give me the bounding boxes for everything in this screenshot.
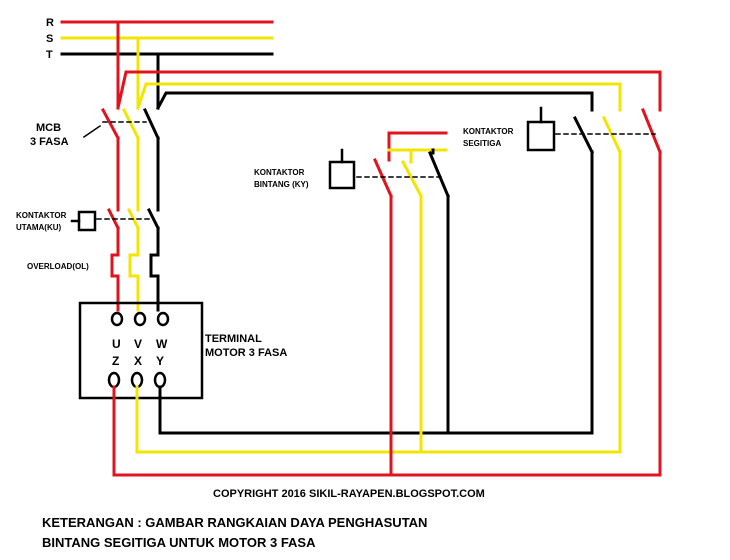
feeder-t-top xyxy=(155,91,594,112)
ky-contact-s xyxy=(400,159,424,199)
terminal-v-circle xyxy=(133,311,147,327)
terminal-letter-x: X xyxy=(134,354,142,368)
ku-contact-t xyxy=(146,207,161,231)
bus-label-r: R xyxy=(46,17,54,29)
terminal-y-circle xyxy=(153,371,167,389)
star-bridge-red xyxy=(387,131,448,162)
wire-x-to-delta xyxy=(135,150,622,454)
copyright-text: COPYRIGHT 2016 SIKIL-RAYAPEN.BLOGSPOT.CO… xyxy=(213,488,485,500)
bus-label-s: S xyxy=(46,33,53,45)
kd-contact-t xyxy=(572,115,595,155)
kd-coil xyxy=(526,120,556,152)
ku-label-line2: UTAMA(KU) xyxy=(16,223,62,232)
terminal-u-circle xyxy=(110,311,124,327)
terminal-letter-u: U xyxy=(112,337,121,351)
overload-s xyxy=(128,253,140,312)
mcb-arrow xyxy=(82,124,102,139)
kd-label-line1: KONTAKTOR xyxy=(463,127,514,136)
ky-coil xyxy=(328,160,356,190)
terminal-letter-v: V xyxy=(134,337,142,351)
wire-z-to-delta xyxy=(112,150,662,477)
caption-line-1: KETERANGAN : GAMBAR RANGKAIAN DAYA PENGH… xyxy=(42,515,428,530)
terminal-w-circle xyxy=(156,311,170,327)
overload-t xyxy=(149,253,160,312)
terminal-label-line1: TERMINAL xyxy=(205,333,262,345)
mcb-switch-r xyxy=(100,107,121,141)
feeder-s-top xyxy=(136,82,622,112)
terminal-x-circle xyxy=(130,371,144,389)
terminal-letter-y: Y xyxy=(156,354,164,368)
ky-label-line2: BINTANG (KY) xyxy=(254,180,309,189)
terminal-label-line2: MOTOR 3 FASA xyxy=(205,347,287,359)
overload-label: OVERLOAD(OL) xyxy=(27,262,89,271)
mcb-switch-t xyxy=(143,108,160,140)
terminal-box xyxy=(78,301,204,400)
kd-contact-s xyxy=(602,116,622,154)
ku-label-line1: KONTAKTOR xyxy=(16,211,67,220)
wire-y-to-delta xyxy=(158,150,594,435)
mcb-label-line2: 3 FASA xyxy=(30,136,69,148)
ky-contact-t xyxy=(428,151,450,198)
terminal-z-circle xyxy=(107,371,121,389)
overload-r xyxy=(110,253,120,312)
bus-label-t: T xyxy=(46,49,53,61)
kd-label-line2: SEGITIGA xyxy=(463,139,501,148)
terminal-letter-w: W xyxy=(156,337,168,351)
ky-label-line1: KONTAKTOR xyxy=(254,168,305,177)
mcb-switch-s xyxy=(121,107,141,141)
caption-line-2: BINTANG SEGITIGA UNTUK MOTOR 3 FASA xyxy=(42,535,316,550)
kd-contact-r xyxy=(641,108,662,154)
ku-coil xyxy=(77,210,97,232)
feeder-r-top xyxy=(116,70,662,112)
terminal-letter-z: Z xyxy=(112,354,119,368)
ky-contact-r xyxy=(373,158,393,198)
mcb-label-line1: MCB xyxy=(36,122,61,134)
